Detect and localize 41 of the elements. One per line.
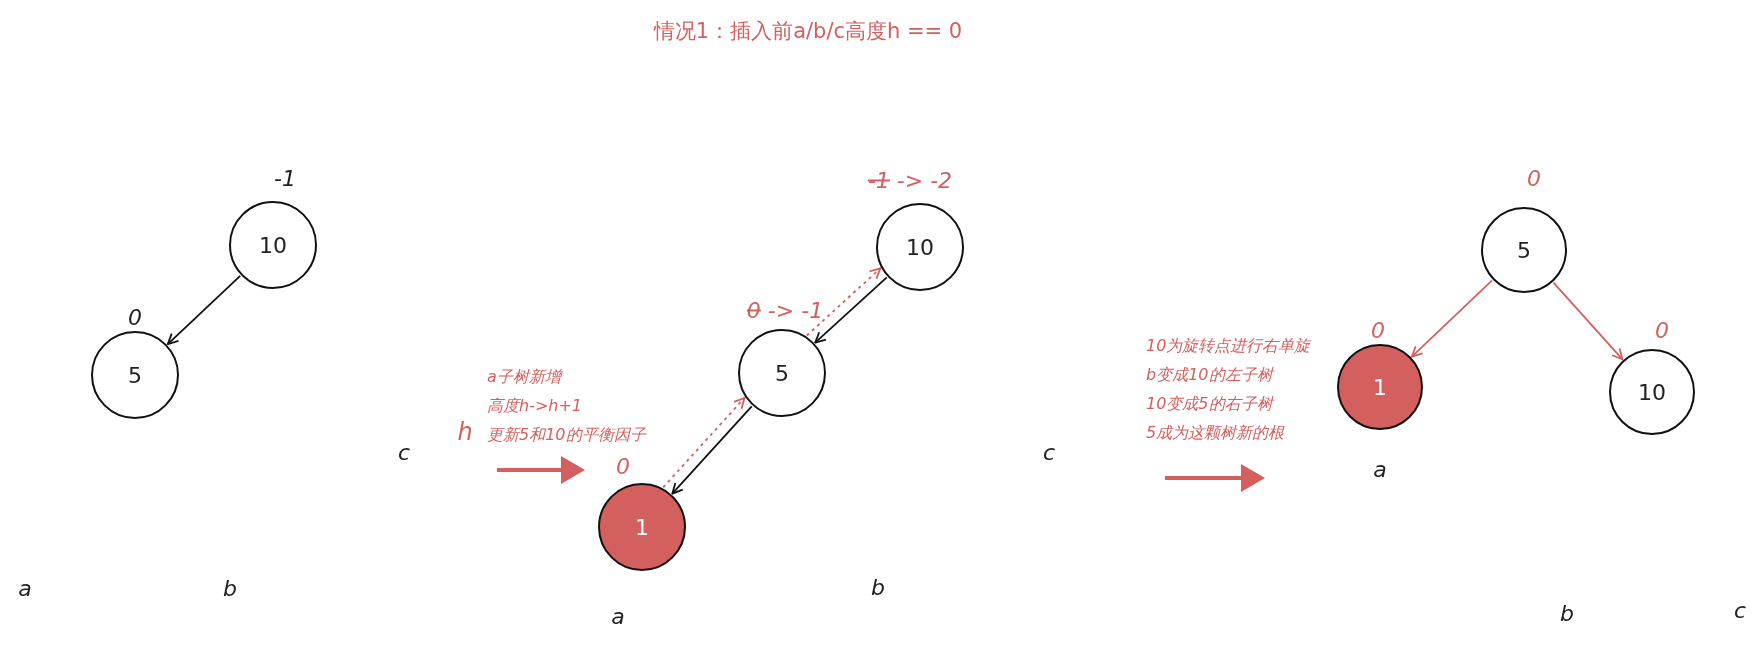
arrow [1552, 281, 1624, 361]
annotation-text: 10为旋转点进行右单旋 [1146, 335, 1311, 357]
annotation-text: 高度h->h+1 [487, 395, 583, 417]
subtree-label: a [611, 603, 625, 629]
tree-node-circle: 5 [91, 331, 179, 419]
subtree-label: c [1733, 597, 1747, 623]
title: 情况1：插入前a/b/c高度h == 0 [653, 18, 963, 45]
subtree-label: b [223, 575, 237, 601]
tree-node-circle: 10 [1609, 349, 1695, 435]
arrow [1411, 279, 1493, 358]
subtree-label: b [871, 574, 885, 600]
arrow [671, 405, 753, 495]
balance-factor: 0 [1371, 317, 1385, 343]
balance-factor: -1 [274, 165, 296, 191]
subtree-label: a [18, 575, 32, 601]
balance-factor: 0 [616, 453, 630, 479]
subtree-label: h [457, 418, 473, 446]
subtree-label: c [1042, 439, 1056, 465]
arrow [166, 275, 242, 345]
tree-node-circle: 5 [738, 329, 826, 417]
balance-factor: 0 [1655, 317, 1669, 343]
annotation-text: 10变成5的右子树 [1146, 393, 1273, 415]
tree-node-circle: 5 [1481, 207, 1567, 293]
tree-node-circle: 1 [1337, 344, 1423, 430]
dashed-arrow [805, 267, 882, 337]
tree-node-circle: 1 [598, 483, 686, 571]
balance-factor: -1 -> -2 [867, 167, 953, 193]
balance-factor: 0 [1527, 165, 1541, 191]
annotation-text: a子树新增 [487, 366, 561, 388]
arrow [814, 276, 888, 344]
tree-node-circle: 10 [876, 203, 964, 291]
balance-factor: 0 [128, 304, 142, 330]
subtree-label: b [1560, 600, 1574, 626]
subtree-label: c [397, 439, 411, 465]
annotation-text: 更新5和10的平衡因子 [487, 424, 646, 446]
balance-factor: 0 -> -1 [746, 297, 824, 323]
subtree-label: a [1373, 456, 1387, 482]
tree-node-circle: 10 [229, 201, 317, 289]
annotation-text: 5成为这颗树新的根 [1146, 422, 1285, 444]
annotation-text: b变成10的左子树 [1146, 364, 1273, 386]
dashed-arrow [662, 397, 746, 489]
